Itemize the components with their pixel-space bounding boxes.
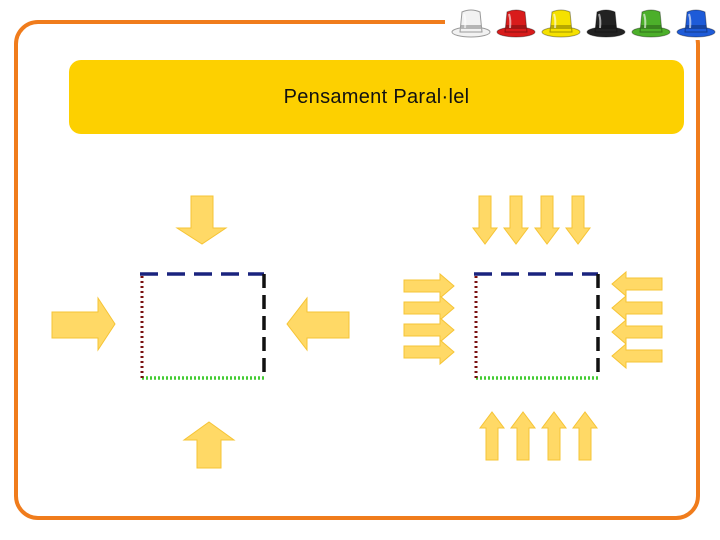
arrows-left <box>403 272 455 366</box>
green-hat-icon <box>630 6 672 45</box>
thinking-box-right <box>474 272 600 380</box>
arrows-top <box>472 195 591 245</box>
blue-hat-icon <box>675 6 717 45</box>
arrows-right <box>611 270 663 370</box>
white-hat-icon <box>450 6 492 45</box>
thinking-box-left <box>140 272 266 380</box>
arrows-bottom <box>479 411 598 461</box>
arrow-left <box>51 296 116 352</box>
page-title: Pensament Paral·lel <box>283 85 470 108</box>
frame-gap <box>445 10 720 40</box>
title-bar: Pensament Paral·lel <box>69 60 684 134</box>
arrow-top <box>175 195 228 245</box>
arrow-right <box>286 296 350 352</box>
arrow-bottom <box>182 421 236 469</box>
yellow-hat-icon <box>540 6 582 45</box>
red-hat-icon <box>495 6 537 45</box>
black-hat-icon <box>585 6 627 45</box>
right-group <box>403 195 663 461</box>
left-group <box>51 195 350 469</box>
